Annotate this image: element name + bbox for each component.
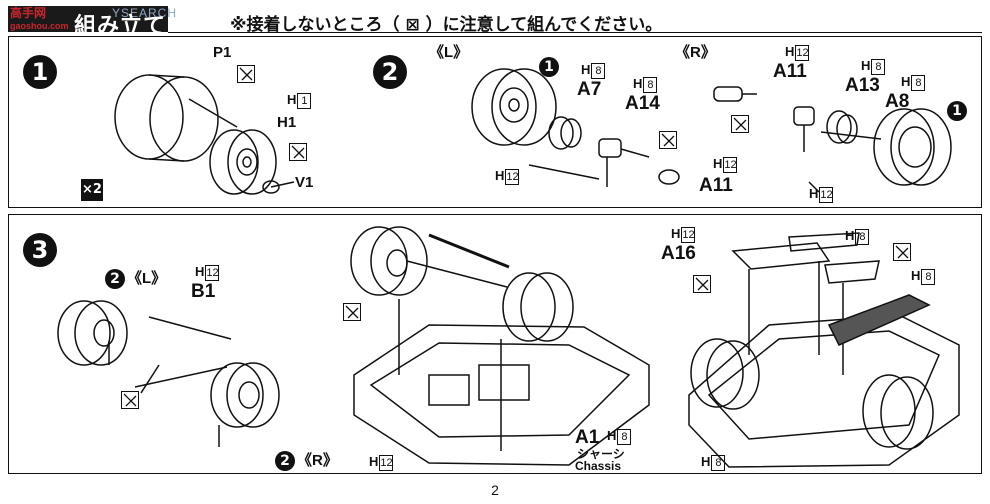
side-label-right: 《R》 (675, 44, 716, 61)
step-number-2: 2 (373, 55, 407, 89)
part-label-p1: P1 (213, 44, 232, 61)
ref-step-2-left: 2 (105, 269, 125, 289)
steps-1-2-drawing (114, 68, 952, 195)
part-label-a11: A11 (773, 61, 807, 82)
no-glue-icon (659, 131, 677, 149)
step-number-1: 1 (23, 55, 57, 89)
part-label-v1: V1 (295, 174, 314, 191)
chassis-label-jp: シャーシ (577, 447, 625, 461)
watermark-brand: 高手网 (10, 6, 47, 20)
multiplier-badge: ×2 (81, 179, 103, 201)
step-number-3: 3 (23, 233, 57, 267)
part-label-a14: A14 (625, 93, 660, 114)
header-rule (168, 32, 982, 33)
no-glue-icon (731, 115, 749, 133)
ref-label-left: 《L》 (127, 270, 167, 287)
part-label-a13: A13 (845, 75, 880, 96)
part-label-b1: B1 (191, 281, 216, 302)
watermark-extra: YSEARCH (112, 6, 178, 20)
ref-label-right: 《R》 (297, 452, 338, 469)
part-label-a11: A11 (699, 175, 733, 196)
page-number: 2 (491, 482, 499, 498)
ref-step-1: 1 (947, 101, 967, 121)
part-label-a16: A16 (661, 243, 696, 264)
page-title: 組み立て (74, 14, 167, 39)
header-title-band (8, 6, 168, 32)
no-glue-icon (693, 275, 711, 293)
no-glue-icon (121, 391, 139, 409)
part-label-a1: A1 (575, 427, 600, 448)
no-glue-icon (289, 143, 307, 161)
step-3-drawing (57, 226, 960, 468)
chassis-label-en: Chassis (575, 459, 622, 473)
ref-step-2-right: 2 (275, 451, 295, 471)
watermark-site: gaoshou.com (10, 21, 69, 31)
no-glue-icon (343, 303, 361, 321)
page-header: 高手网 gaoshou.com YSEARCH 組み立て ※接着しないところ（ … (8, 4, 982, 39)
part-label-a7: A7 (577, 79, 602, 100)
ref-step-1: 1 (539, 57, 559, 77)
no-glue-icon (893, 243, 911, 261)
part-label-h1: H1 (277, 114, 297, 131)
no-glue-icon (237, 65, 255, 83)
side-label-left: 《L》 (429, 44, 469, 61)
glue-note: ※接着しないところ（ ⊠ ）に注意して組んでください。 (230, 15, 663, 35)
part-label-a8: A8 (885, 91, 910, 112)
